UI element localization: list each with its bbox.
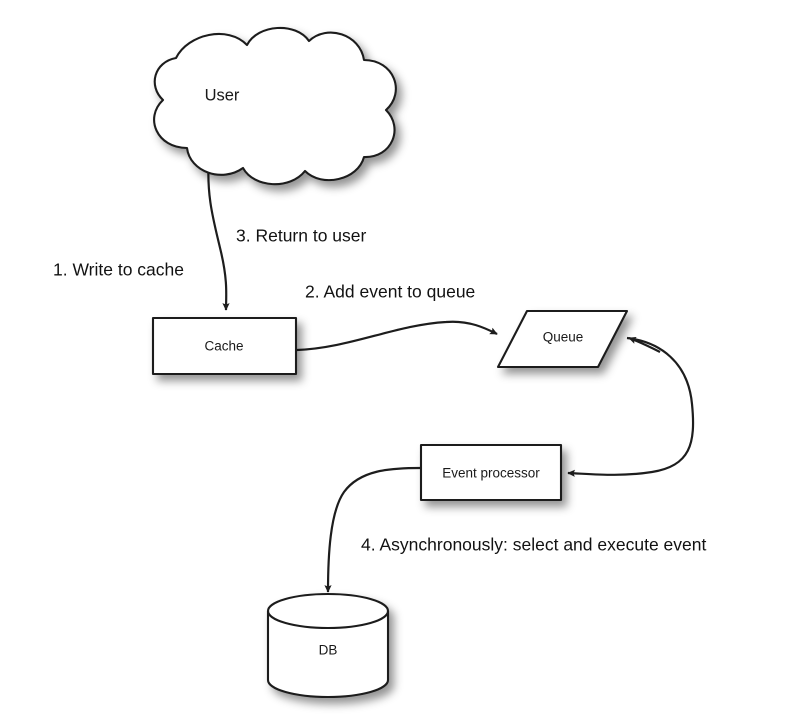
db-cylinder-top-ellipse: [266, 610, 390, 630]
edge-user-to-cache: [207, 157, 230, 311]
step-label-2: 2. Add event to queue: [305, 282, 475, 302]
node-queue[interactable]: Queue: [496, 309, 629, 369]
node-event-processor-label: Event processor: [442, 466, 540, 481]
edge-queue-to-processor: [567, 336, 695, 477]
cache-shape: [151, 316, 298, 376]
step-label-layer: 1. Write to cache 2. Add event to queue …: [53, 226, 706, 555]
edge-processor-to-queue-head: [628, 336, 661, 353]
node-user-label: User: [205, 86, 240, 104]
db-cylinder-body: [266, 592, 390, 699]
step-label-4: 4. Asynchronously: select and execute ev…: [361, 535, 706, 555]
edge-processor-to-db: [324, 466, 421, 593]
queue-shape: [496, 309, 629, 369]
event-processor-shape: [419, 443, 563, 502]
node-user[interactable]: User: [153, 26, 397, 186]
node-cache[interactable]: Cache: [151, 316, 298, 376]
edge-layer: [207, 157, 695, 593]
node-db[interactable]: DB: [266, 592, 390, 699]
step-label-1: 1. Write to cache: [53, 260, 184, 280]
node-queue-label: Queue: [543, 330, 584, 345]
node-event-processor[interactable]: Event processor: [419, 443, 563, 502]
node-cache-label: Cache: [204, 339, 243, 354]
edge-cache-to-queue: [296, 320, 498, 352]
cloud-shape: [153, 26, 397, 186]
step-label-3: 3. Return to user: [236, 226, 367, 246]
node-db-label: DB: [319, 643, 338, 658]
